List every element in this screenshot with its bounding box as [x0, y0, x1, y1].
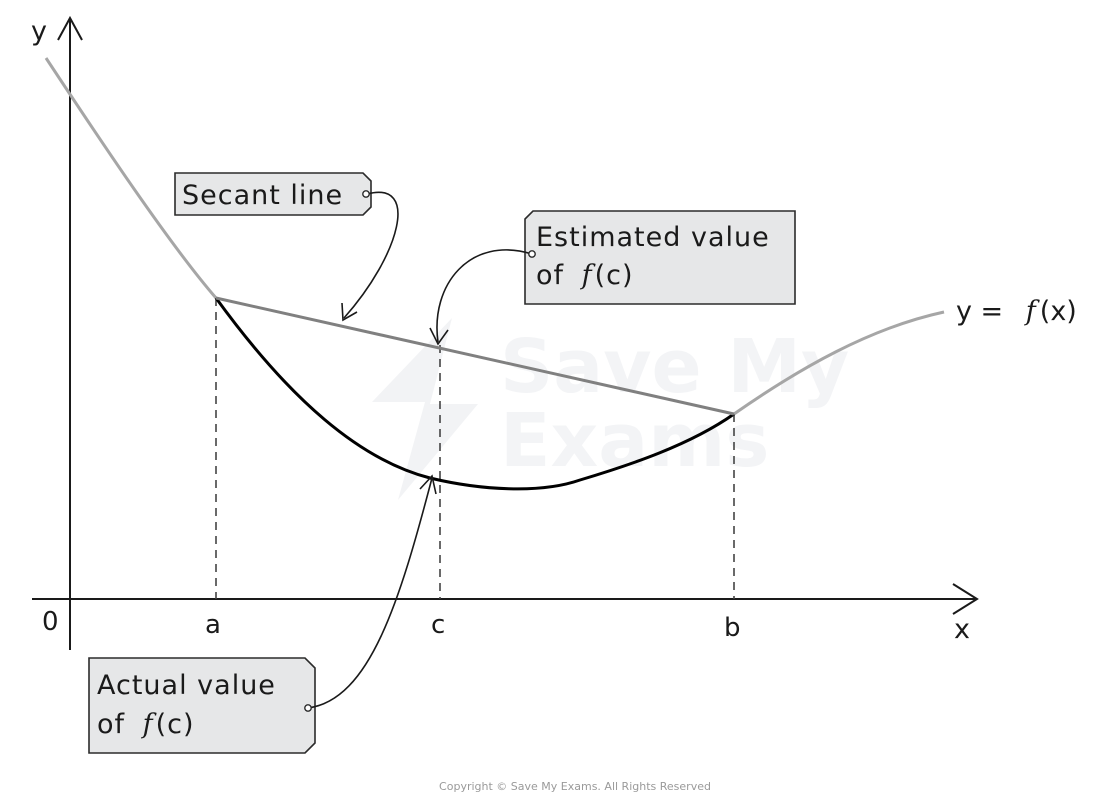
callout-actual-line2-arg: (c)	[156, 709, 195, 740]
secant-line	[215, 296, 735, 416]
callout-actual-line2-prefix: of	[97, 709, 135, 740]
callout-estimated-line2-func: f	[580, 260, 596, 291]
watermark-bolt-icon	[372, 318, 478, 500]
callout-actual-arrowhead	[419, 474, 437, 495]
curve-right-segment	[733, 310, 945, 416]
callout-estimated-line2-arg: (c)	[595, 260, 634, 291]
watermark: Save My Exams	[372, 318, 849, 500]
tick-label-a: a	[205, 610, 221, 640]
watermark-line-2: Exams	[500, 398, 769, 484]
callout-actual-line2: of f(c)	[97, 709, 195, 740]
guide-lines	[215, 298, 735, 599]
function-curve	[44, 57, 945, 491]
callout-estimated-arrowhead	[429, 327, 449, 346]
x-axis-arrowhead	[952, 583, 979, 615]
callout-actual-line1: Actual value	[97, 670, 276, 701]
curve-between-a-b	[214, 297, 735, 491]
callout-secant-box	[174, 172, 372, 216]
callout-actual-arrow	[307, 477, 433, 709]
tick-label-b: b	[724, 613, 741, 643]
callout-actual-line2-func: f	[141, 709, 157, 740]
callout-actual-dot	[304, 704, 312, 712]
axes: y x 0	[31, 15, 979, 650]
callout-estimated-line2-prefix: of	[536, 260, 574, 291]
callout-secant-arrow	[343, 191, 399, 319]
watermark-line-1: Save My	[500, 324, 849, 410]
callout-secant-arrowhead	[341, 302, 358, 322]
callout-estimated: Estimated value of f(c)	[429, 210, 796, 346]
callout-secant-dot	[362, 190, 370, 198]
callout-estimated-dot	[528, 250, 536, 258]
curve-label-arg: (x)	[1040, 296, 1077, 327]
curve-label: y = f(x)	[956, 296, 1077, 327]
curve-label-func: f	[1024, 296, 1040, 327]
callout-actual-box	[88, 657, 316, 754]
curve-label-prefix: y =	[956, 296, 1012, 327]
tick-label-c: c	[431, 610, 445, 640]
callout-actual: Actual value of f(c)	[88, 474, 437, 754]
callout-estimated-line1: Estimated value	[536, 222, 770, 253]
callout-estimated-arrow	[436, 249, 533, 343]
origin-label: 0	[42, 607, 59, 637]
callout-secant-text: Secant line	[182, 180, 343, 211]
x-axis-label: x	[954, 614, 970, 645]
copyright-notice: Copyright © Save My Exams. All Rights Re…	[439, 780, 711, 793]
callout-estimated-box	[524, 210, 796, 305]
curve-left-segment	[44, 57, 218, 299]
callout-estimated-line2: of f(c)	[536, 260, 634, 291]
callout-secant: Secant line	[174, 172, 399, 322]
y-axis-label: y	[31, 16, 47, 47]
y-axis-arrowhead	[57, 15, 83, 41]
